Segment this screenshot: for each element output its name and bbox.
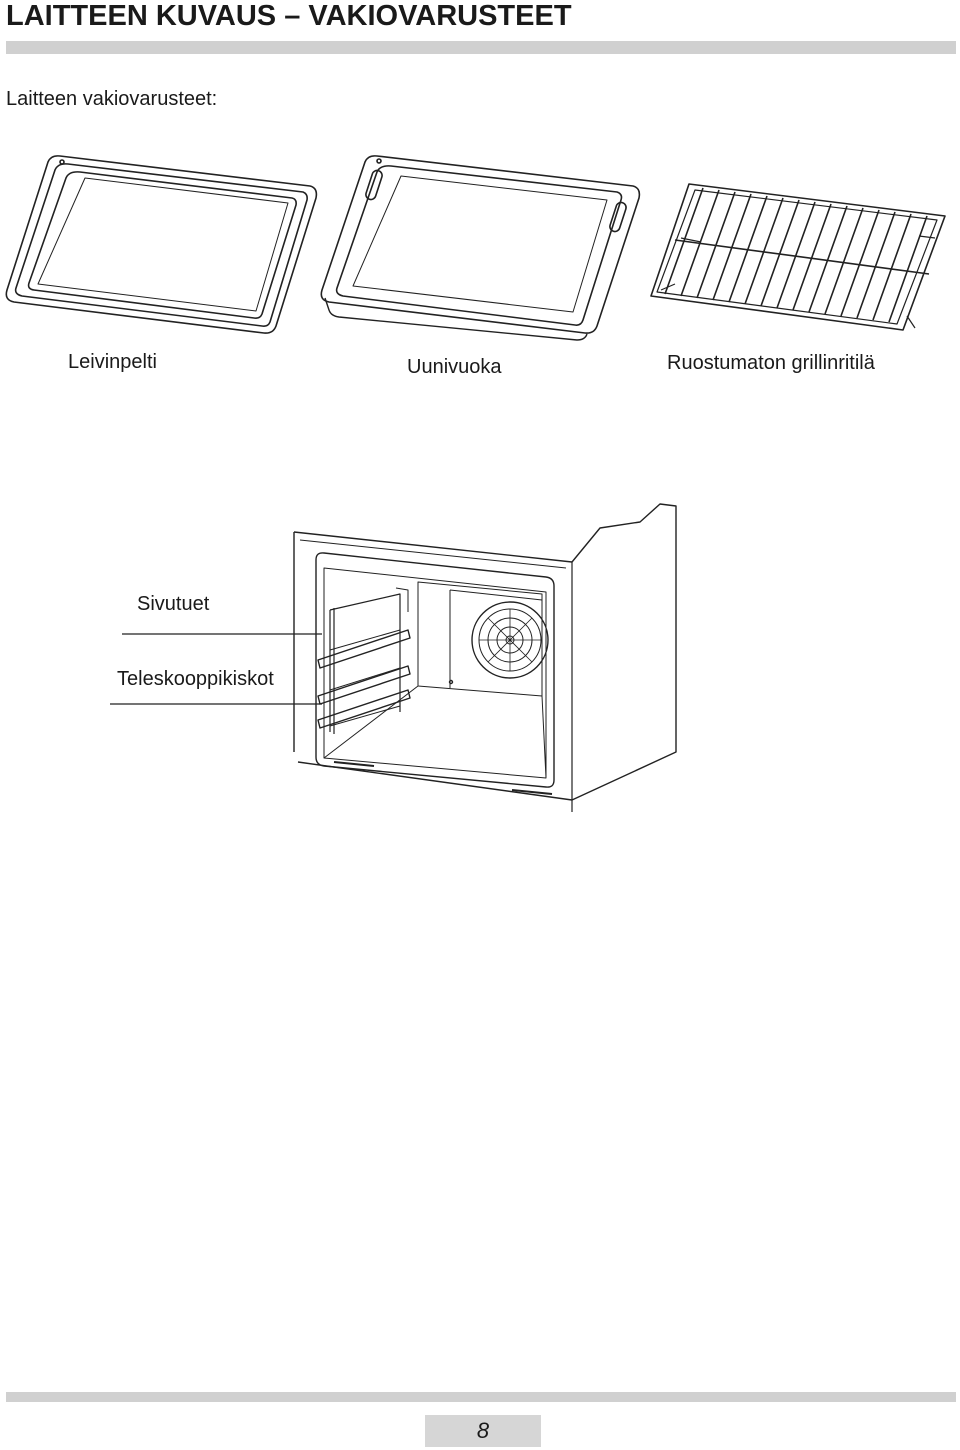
page-number: 8 <box>476 1418 490 1443</box>
roasting-pan-illustration <box>320 155 641 341</box>
oven-cavity-illustration <box>293 503 677 812</box>
baking-tray-caption: Leivinpelti <box>68 351 157 373</box>
grill-rack-caption: Ruostumaton grillinritilä <box>667 352 875 374</box>
telescopic-rails-caption: Teleskooppikiskot <box>117 668 274 690</box>
side-supports-caption: Sivutuet <box>137 593 210 615</box>
page-title: LAITTEEN KUVAUS – VAKIOVARUSTEET <box>6 0 572 32</box>
title-divider-bar <box>6 41 956 54</box>
baking-tray-illustration <box>5 155 318 334</box>
footer-divider-bar <box>6 1392 956 1402</box>
roasting-pan-caption: Uunivuoka <box>407 356 502 378</box>
section-subtitle: Laitteen vakiovarusteet: <box>6 88 218 110</box>
label-leader-lines <box>110 633 322 705</box>
page-number-box: 8 <box>425 1415 541 1447</box>
grill-rack-illustration <box>650 183 946 331</box>
